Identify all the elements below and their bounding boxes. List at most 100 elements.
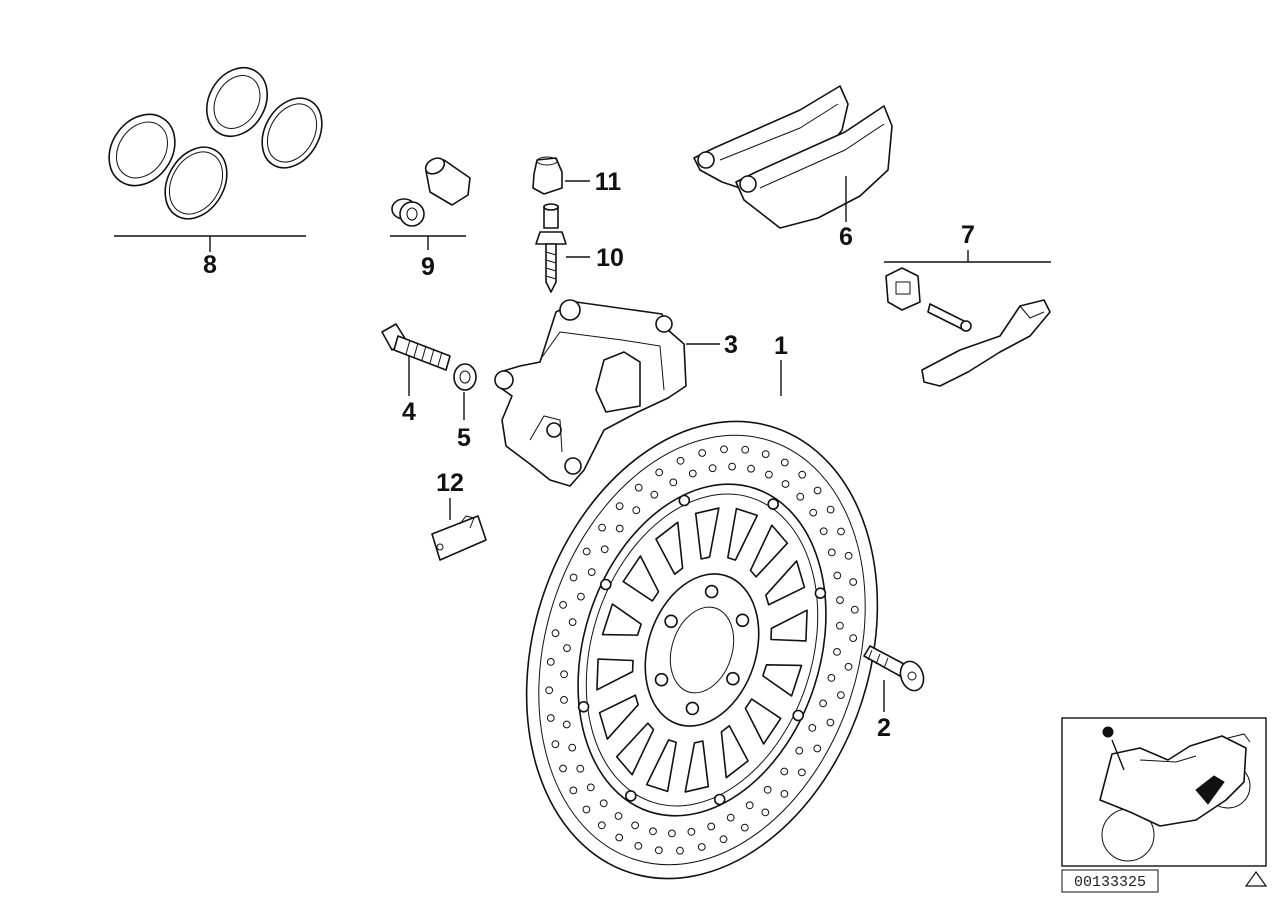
floating-rivet <box>713 793 726 806</box>
vent-hole <box>545 686 554 695</box>
retaining-clip-part-12[interactable] <box>431 515 487 561</box>
vent-hole <box>827 674 836 682</box>
vent-hole <box>569 786 578 795</box>
vent-hole <box>649 827 657 836</box>
washer-part-5[interactable] <box>453 363 477 391</box>
disc-carrier-windows <box>596 507 808 793</box>
drawing-number-box <box>1061 869 1159 893</box>
vent-hole <box>668 829 676 838</box>
vent-hole <box>582 547 591 556</box>
callout-1[interactable]: 1 <box>774 332 788 360</box>
bushing-part-9[interactable] <box>391 155 471 227</box>
vent-hole <box>849 578 858 586</box>
vent-hole <box>849 634 858 642</box>
vent-hole <box>632 506 641 515</box>
vent-hole <box>546 714 555 722</box>
vent-hole <box>676 456 685 465</box>
vent-hole <box>819 527 828 536</box>
vent-hole <box>650 490 659 499</box>
carrier-window <box>622 555 660 602</box>
carrier-bolt-hole <box>664 614 678 629</box>
carrier-window <box>645 739 677 793</box>
vent-hole <box>747 464 755 473</box>
carrier-window <box>615 722 655 776</box>
floating-rivet <box>599 578 612 591</box>
vent-hole <box>569 573 578 582</box>
vent-hole <box>598 523 606 532</box>
vent-hole <box>688 469 697 478</box>
callout-5[interactable]: 5 <box>457 424 471 452</box>
carrier-window <box>720 725 749 779</box>
callout-4[interactable]: 4 <box>402 398 416 426</box>
vent-hole <box>559 601 567 609</box>
carrier-window <box>762 664 803 697</box>
motorcycle-thumbnail-icon[interactable] <box>1061 717 1267 867</box>
bleeder-valve-part-10[interactable] <box>535 203 567 293</box>
carrier-window <box>684 740 710 793</box>
carrier-window <box>749 524 789 578</box>
vent-hole <box>809 508 818 517</box>
vent-hole <box>687 827 696 836</box>
carrier-bolt-hole <box>726 671 740 686</box>
vent-hole <box>765 470 773 479</box>
vent-hole <box>568 743 577 752</box>
callout-10[interactable]: 10 <box>596 244 624 272</box>
callout-7[interactable]: 7 <box>961 221 975 249</box>
callout-9[interactable]: 9 <box>421 253 435 281</box>
vent-hole <box>808 724 817 732</box>
vent-hole <box>568 618 577 626</box>
vent-hole <box>634 842 643 850</box>
callout-3[interactable]: 3 <box>724 331 738 359</box>
vent-hole <box>833 571 842 580</box>
vent-hole <box>761 808 770 817</box>
vent-hole <box>826 718 835 727</box>
vent-hole <box>708 464 717 473</box>
vent-hole <box>577 592 585 601</box>
vent-hole <box>813 486 822 495</box>
vent-hole <box>586 783 595 792</box>
brake-disc-part-1[interactable] <box>470 376 934 910</box>
vent-hole <box>726 813 735 822</box>
floating-rivet <box>678 494 691 507</box>
pad-spring-kit-part-7[interactable] <box>885 267 1051 387</box>
carrier-bolt-hole <box>685 701 700 716</box>
callout-6[interactable]: 6 <box>839 223 853 251</box>
vent-hole <box>631 821 639 830</box>
vent-hole <box>560 696 568 704</box>
callout-2[interactable]: 2 <box>877 714 891 742</box>
callout-8[interactable]: 8 <box>203 251 217 279</box>
vent-hole <box>763 785 772 794</box>
vent-hole <box>582 805 591 814</box>
vent-hole <box>669 478 678 487</box>
callout-11[interactable]: 11 <box>595 168 622 196</box>
vent-hole <box>780 790 789 798</box>
vent-hole <box>576 764 585 773</box>
vent-hole <box>707 822 716 831</box>
carrier-window <box>765 560 806 606</box>
vent-hole <box>761 450 770 459</box>
vent-hole <box>745 801 754 810</box>
vent-hole <box>850 605 859 614</box>
vent-hole <box>698 449 707 457</box>
vent-hole <box>798 470 807 479</box>
seal-rings-part-8[interactable] <box>96 57 334 230</box>
vent-hole <box>741 445 750 454</box>
carrier-window <box>655 521 684 575</box>
vent-hole <box>780 458 789 467</box>
vent-hole <box>836 621 844 630</box>
bleeder-cap-part-11[interactable] <box>532 156 563 195</box>
vent-hole <box>837 527 845 536</box>
disc-screw-part-2[interactable] <box>863 645 927 694</box>
carrier-window <box>601 603 642 636</box>
caliper-bolt-part-4[interactable] <box>381 323 451 371</box>
carrier-bolt-hole <box>654 672 669 687</box>
brake-pads-part-6[interactable] <box>693 85 893 229</box>
brake-caliper-part-3[interactable] <box>494 299 687 487</box>
carrier-window <box>598 694 639 740</box>
floating-rivet <box>577 700 590 713</box>
callout-12[interactable]: 12 <box>436 469 464 497</box>
vent-hole <box>837 691 845 699</box>
warning-triangle-icon <box>1244 870 1268 887</box>
carrier-bolt-hole <box>735 613 750 628</box>
